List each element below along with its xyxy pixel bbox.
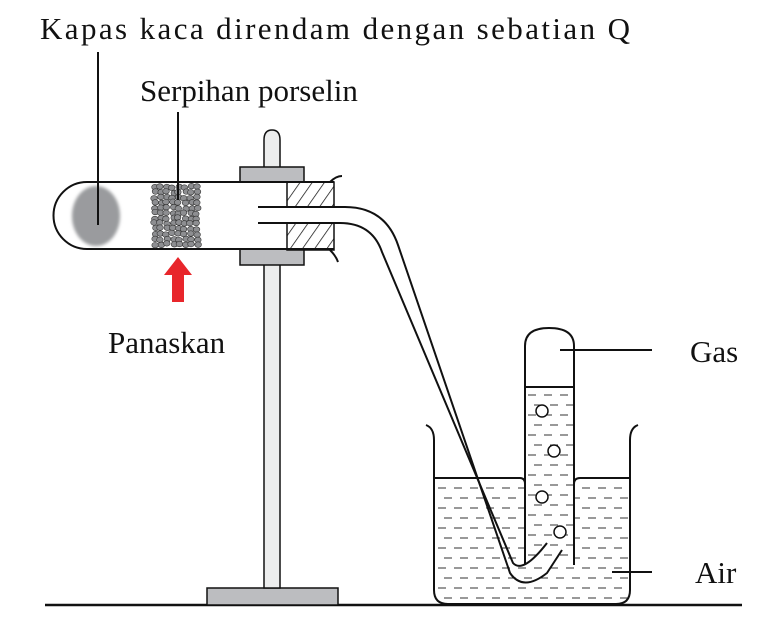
porcelain-chip <box>193 188 202 195</box>
porcelain-chip <box>186 220 194 227</box>
porcelain-chip <box>193 193 201 200</box>
glass-wool-cotton <box>72 186 120 246</box>
porcelain-chip <box>168 229 176 237</box>
porcelain-chip <box>162 215 170 222</box>
label-gas: Gas <box>690 334 738 369</box>
clamp-top <box>239 166 305 184</box>
porcelain-chip <box>156 236 164 243</box>
label-cotton: Kapas kaca direndam dengan sebatian Q <box>40 11 630 46</box>
porcelain-chip <box>162 198 170 206</box>
porcelain-chip <box>156 183 164 190</box>
porcelain-chip <box>163 240 171 247</box>
porcelain-chip <box>157 193 165 200</box>
porcelain-chip <box>187 189 195 196</box>
clamp-bottom <box>239 248 305 266</box>
porcelain-chips <box>150 183 202 249</box>
porcelain-chip <box>187 230 195 237</box>
porcelain-chip <box>193 231 201 238</box>
porcelain-chip <box>174 205 182 212</box>
porcelain-chip <box>193 183 201 190</box>
label-heat: Panaskan <box>108 325 226 360</box>
gas-bubble <box>547 444 561 458</box>
porcelain-chip <box>194 241 202 248</box>
porcelain-chip <box>175 240 184 248</box>
porcelain-chip <box>194 204 202 212</box>
porcelain-chip <box>151 199 159 206</box>
porcelain-chip <box>168 184 176 191</box>
label-porcelain: Serpihan porselin <box>140 73 358 108</box>
porcelain-chip <box>162 188 170 195</box>
heat-arrow-icon <box>164 257 192 302</box>
porcelain-chip <box>179 209 188 216</box>
porcelain-chip <box>181 199 190 206</box>
porcelain-chip <box>162 209 170 216</box>
gas-bubble <box>535 490 549 504</box>
beaker <box>425 424 639 605</box>
porcelain-chip <box>192 219 200 227</box>
porcelain-chip <box>192 226 201 233</box>
gas-bubble <box>553 525 567 539</box>
gas-bubble <box>535 404 549 418</box>
porcelain-chip <box>187 240 195 248</box>
stand-base <box>206 587 339 606</box>
porcelain-chip <box>162 204 170 211</box>
label-water: Air <box>695 555 737 590</box>
delivery-tube <box>258 206 563 584</box>
gas-bubbles <box>535 404 567 539</box>
porcelain-chip <box>193 199 201 206</box>
porcelain-chip <box>169 224 177 231</box>
porcelain-chip <box>156 224 164 231</box>
porcelain-chip <box>151 242 159 249</box>
porcelain-chip <box>156 219 164 226</box>
